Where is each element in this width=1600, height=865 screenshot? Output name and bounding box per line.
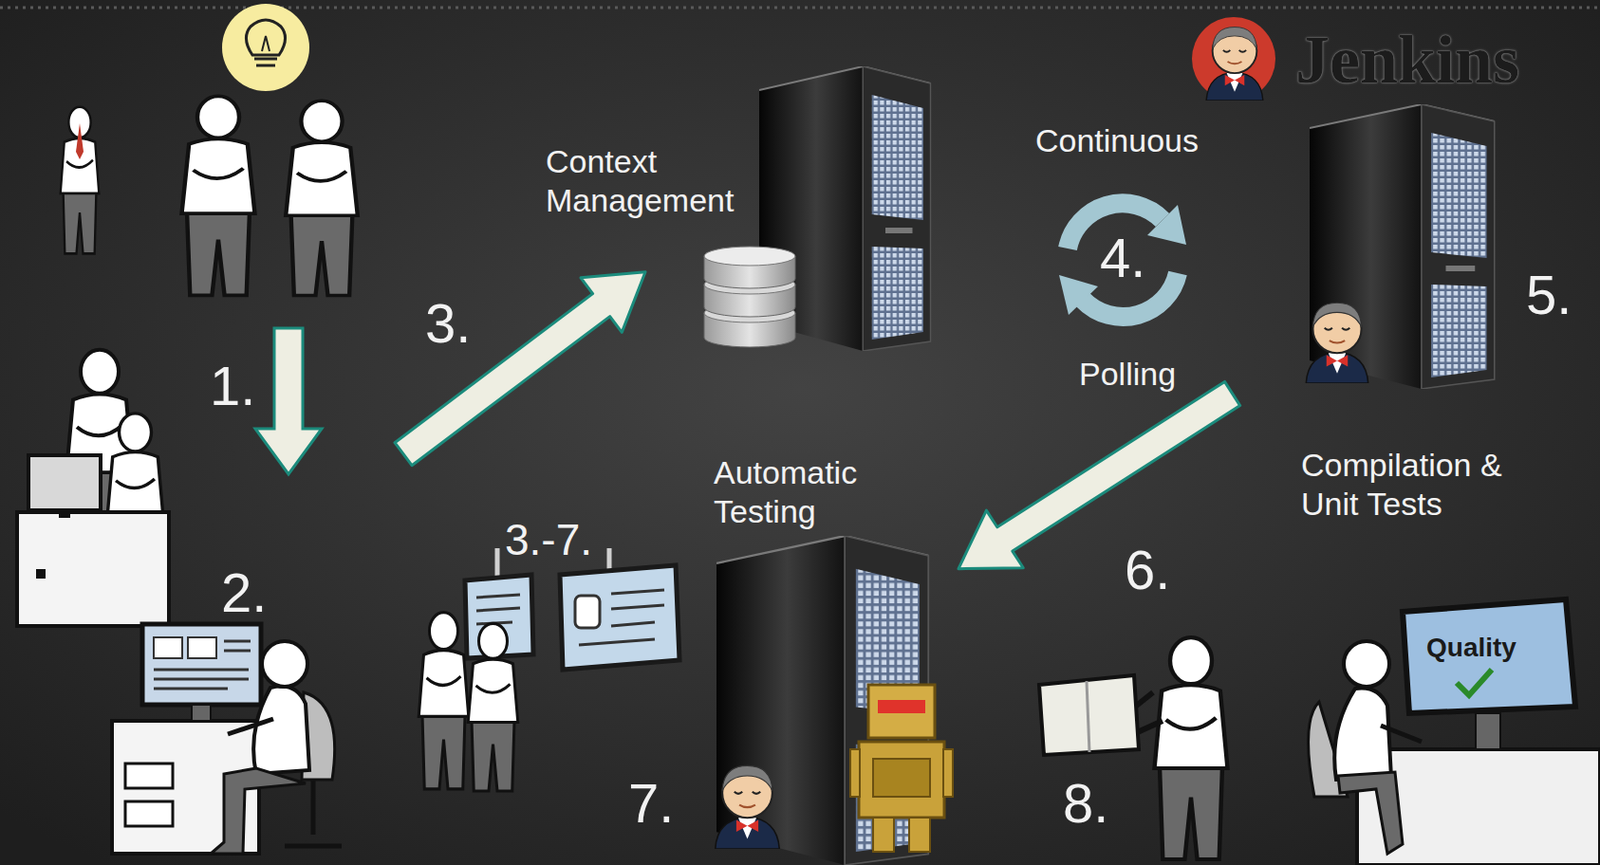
quality-reviewer (1334, 688, 1392, 781)
context-server (704, 246, 796, 266)
flow-arrow (958, 381, 1241, 569)
server-node: Context Management (645, 66, 940, 353)
quality-reviewer (1338, 772, 1403, 855)
developer-desk (111, 624, 342, 855)
developer-desk (284, 780, 342, 847)
testing-server (943, 749, 953, 798)
developer-desk (227, 719, 274, 735)
team-monitors (467, 623, 519, 792)
developer-desk (125, 801, 173, 827)
idea-team (261, 36, 270, 52)
screen-label: Quality (1426, 632, 1517, 665)
node-heading: Automatic Testing (713, 453, 904, 532)
testing-server (715, 536, 953, 865)
callout-number: 6. (1124, 542, 1171, 598)
top-rule (0, 6, 1600, 10)
team-monitors (559, 565, 680, 670)
developer-desk (153, 637, 183, 659)
callout-number: 8. (1062, 776, 1109, 832)
developer-desk (153, 641, 251, 689)
developer-pair (58, 510, 71, 519)
quality-reviewer (1308, 599, 1600, 865)
developer-pair (36, 569, 46, 579)
developer-pair (17, 350, 169, 627)
team-monitors (575, 595, 600, 629)
callout-number: 5. (1525, 267, 1572, 323)
node-heading: Compilation & Unit Tests (1301, 446, 1539, 524)
jenkins-logo (1206, 27, 1264, 101)
developer-desk (191, 705, 211, 722)
quality-reviewer (1343, 641, 1390, 688)
delivery-person (1154, 637, 1228, 860)
developer-desk (142, 624, 261, 706)
callout-number: 3. (425, 296, 471, 352)
idea-team (182, 95, 256, 296)
caption-label: Polling (1079, 354, 1176, 394)
workstation-node: 2. (104, 446, 404, 859)
testing-server (715, 765, 781, 850)
team-monitors (476, 595, 521, 625)
build-server (1305, 104, 1494, 390)
jenkins-logo (1191, 17, 1276, 101)
team-monitors (418, 548, 680, 792)
server-node: Automatic Testing (706, 536, 959, 865)
callout-number: 4. (1099, 230, 1146, 286)
build-server (1305, 302, 1368, 384)
callout-number: 7. (628, 776, 674, 832)
context-server (704, 66, 931, 352)
server-node: Compilation & Unit Tests (1214, 104, 1509, 394)
testing-server (850, 749, 860, 798)
developer-pair (28, 455, 101, 511)
quality-reviewer (1456, 669, 1492, 696)
quality-reviewer (1475, 713, 1501, 750)
callout-number: 3.-7. (504, 518, 593, 562)
idea-team (222, 3, 310, 92)
quality-reviewer (1402, 599, 1576, 714)
testing-server (873, 759, 931, 798)
team-monitors (578, 590, 665, 646)
testing-server (909, 818, 931, 853)
callout-number: 2. (221, 565, 267, 621)
brand-label: Jenkins (1295, 18, 1520, 101)
polling-cycle (1147, 204, 1187, 245)
caption-label: Continuous (1035, 121, 1199, 161)
flow-arrow (255, 328, 322, 475)
polling-cycle (1059, 203, 1187, 317)
team-monitors (418, 613, 469, 790)
jenkins-logo (1191, 17, 1276, 101)
quality-reviewer (1380, 725, 1422, 743)
idea-team (60, 107, 100, 255)
developer-pair (17, 512, 169, 627)
delivery-person (1039, 637, 1228, 860)
callout-number: 1. (209, 358, 256, 414)
node-heading: Context Management (545, 142, 774, 221)
developer-desk (261, 641, 308, 688)
delivery-person (1039, 675, 1139, 756)
testing-server (873, 818, 894, 853)
idea-team (75, 123, 84, 160)
testing-server (868, 685, 935, 739)
polling-cycle (1059, 275, 1098, 316)
testing-server (858, 742, 945, 819)
developer-desk (125, 763, 173, 789)
idea-team (60, 3, 358, 296)
idea-team (245, 19, 285, 66)
testing-server (877, 700, 926, 714)
developer-desk (187, 637, 217, 659)
idea-team (285, 100, 358, 296)
developer-desk (210, 768, 306, 855)
developer-desk (253, 686, 310, 775)
delivery-person (1086, 681, 1090, 753)
flow-arrow (394, 272, 646, 466)
